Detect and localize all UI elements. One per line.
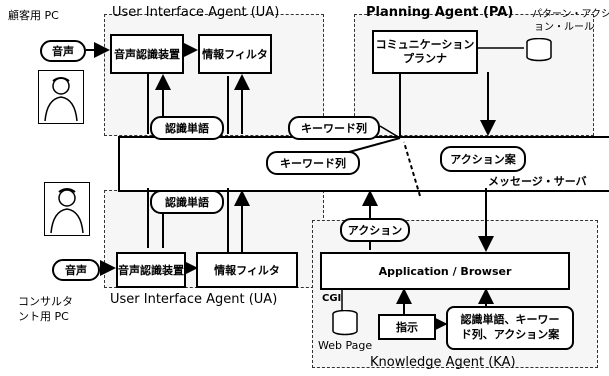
pa-title: Planning Agent (PA) — [366, 6, 513, 19]
communication-planner: コミュニケーション プランナ — [372, 30, 478, 74]
pattern-rule-label-1: パターン・アクシ — [532, 10, 609, 20]
customer-person-icon — [38, 70, 84, 124]
rules-database-icon — [526, 38, 552, 62]
speech-recognizer-bottom: 音声認識装置 — [116, 252, 186, 288]
ka-data-line-1: 認識単語、キーワー — [461, 313, 560, 328]
info-filter-bottom: 情報フィルタ — [196, 252, 298, 288]
recognized-words-top: 認識単語 — [150, 116, 224, 140]
planner-line-2: プランナ — [403, 52, 447, 66]
instruction-box: 指示 — [378, 314, 436, 340]
pattern-rule-label-2: ョン・ルール — [534, 23, 594, 33]
ka-data-line-2: ド列、アクション案 — [461, 328, 559, 343]
application-browser: Application / Browser — [320, 252, 570, 290]
dashed-app-to-junction — [404, 142, 420, 196]
action-label: アクション — [340, 218, 410, 242]
voice-input-bottom: 音声 — [52, 259, 100, 281]
cgi-label: CGI — [322, 294, 341, 304]
planner-line-1: コミュニケーション — [376, 38, 475, 52]
info-filter-top: 情報フィルタ — [198, 34, 272, 74]
customer-figure-icon — [39, 71, 83, 123]
line-keyword-top-junction — [380, 126, 400, 138]
speech-recognizer-top: 音声認識装置 — [110, 34, 184, 74]
web-page-label: Web Page — [318, 340, 372, 351]
ua-bottom-title: User Interface Agent (UA) — [110, 293, 277, 306]
ka-title: Knowledge Agent (KA) — [370, 356, 516, 369]
keywords-mid: キーワード列 — [266, 151, 360, 175]
ka-data-box: 認識単語、キーワー ド列、アクション案 — [446, 306, 574, 350]
keywords-top: キーワード列 — [288, 116, 380, 140]
message-server-label: メッセージ・サーバ — [488, 176, 587, 187]
recognized-words-bottom: 認識単語 — [150, 190, 224, 214]
voice-input-top: 音声 — [40, 40, 86, 62]
consultant-pc-label-1: コンサルタ — [18, 296, 73, 307]
consultant-pc-label-2: ント用 PC — [18, 311, 69, 322]
web-page-database-icon — [332, 310, 358, 336]
ua-top-title: User Interface Agent (UA) — [112, 6, 279, 19]
action-plan: アクション案 — [440, 146, 526, 172]
consultant-figure-icon — [45, 183, 89, 235]
consultant-person-icon — [44, 182, 90, 236]
customer-pc-label: 顧客用 PC — [8, 10, 59, 21]
